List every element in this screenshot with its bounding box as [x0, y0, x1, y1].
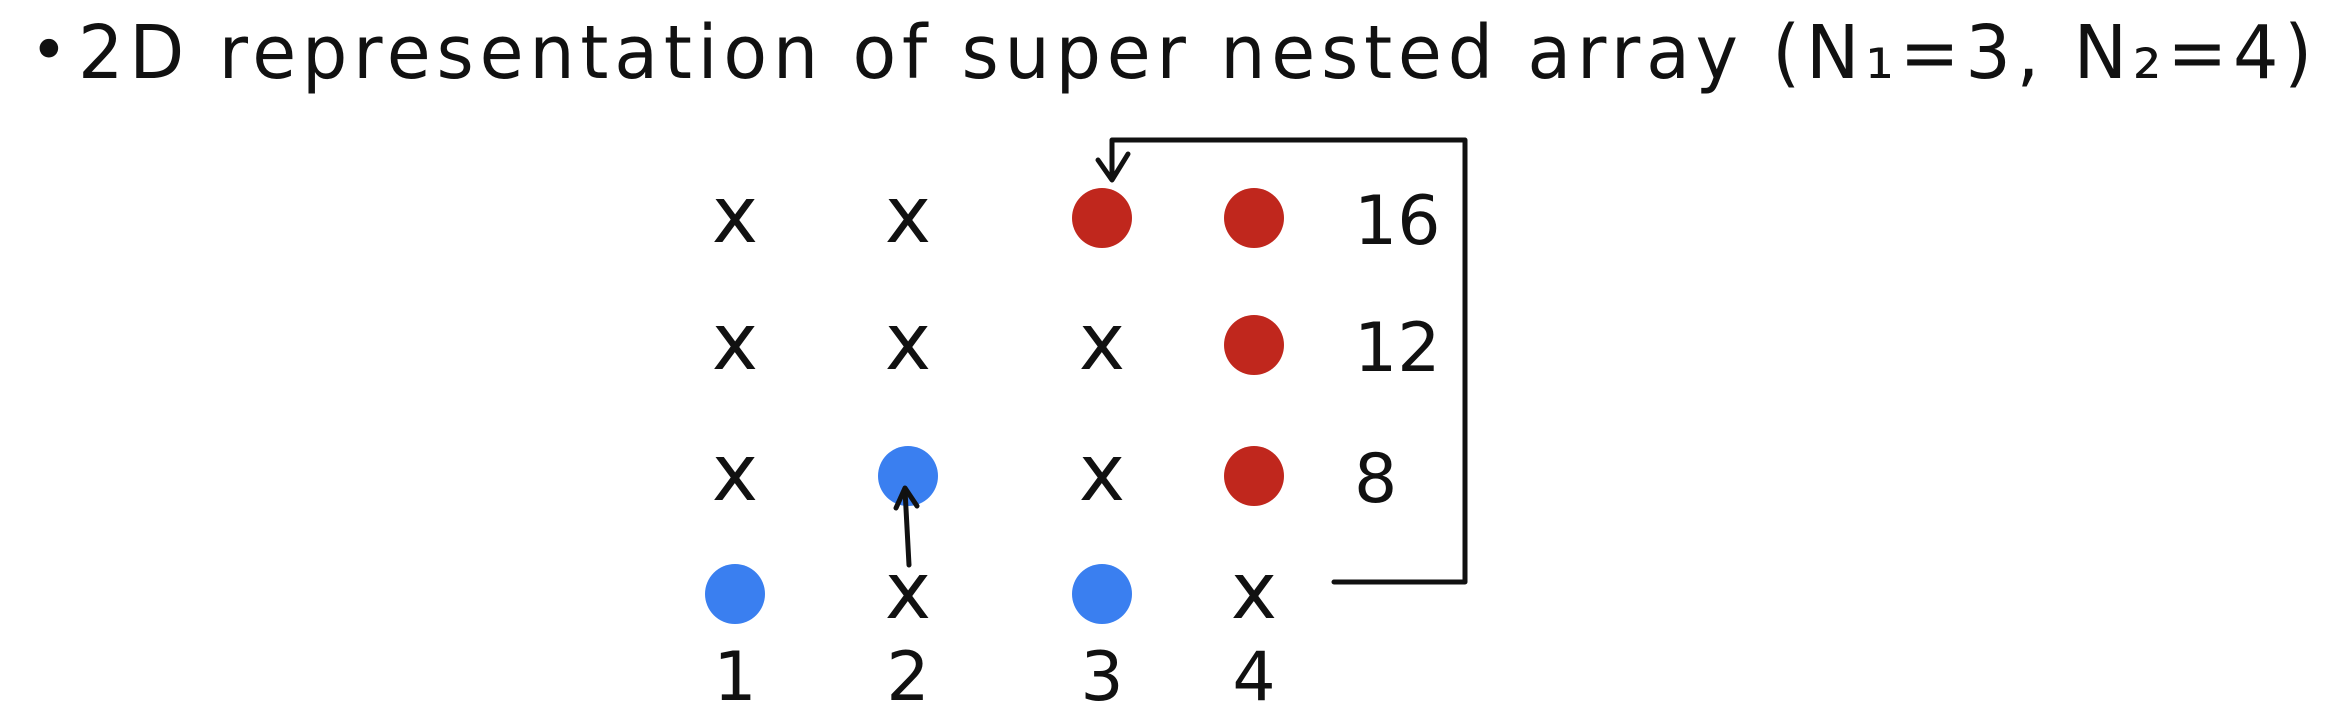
up-arrow — [902, 487, 912, 568]
red-dot-r3-c4 — [1224, 446, 1284, 506]
column-label-4: 4 — [1232, 638, 1275, 711]
red-dot-r1-c4 — [1224, 188, 1284, 248]
row-label-16: 16 — [1354, 182, 1441, 261]
cross-mark-r3-c1: x — [712, 429, 758, 519]
blue-dot-r4-c1 — [705, 564, 765, 624]
arrows — [893, 137, 1468, 585]
title: • 2D representation of super nested arra… — [30, 10, 2318, 96]
bullet-point: • — [30, 14, 68, 88]
blue-dot-r3-c2 — [878, 446, 938, 506]
red-dot-r2-c4 — [1224, 315, 1284, 375]
column-label-3: 3 — [1080, 638, 1123, 711]
column-label-2: 2 — [886, 638, 929, 711]
column-label-1: 1 — [713, 638, 756, 711]
cross-mark-r2-c3: x — [1079, 298, 1125, 388]
bracket-arrow-head — [1095, 151, 1131, 183]
cross-mark-r1-c2: x — [885, 171, 931, 261]
red-dot-r1-c3 — [1072, 188, 1132, 248]
column-labels: 1 2 3 4 — [713, 638, 1275, 711]
row-label-8: 8 — [1354, 440, 1397, 519]
bracket-arrow — [1109, 137, 1468, 585]
cross-mark-r2-c2: x — [885, 298, 931, 388]
cross-mark-r2-c1: x — [712, 298, 758, 388]
row-labels: 16 12 8 — [1354, 182, 1441, 519]
cross-mark-r3-c3: x — [1079, 429, 1125, 519]
cross-mark-r1-c1: x — [712, 171, 758, 261]
blue-dot-r4-c3 — [1072, 564, 1132, 624]
page-title: 2D representation of super nested array … — [78, 10, 2318, 96]
up-arrow-head — [893, 485, 920, 511]
row-label-12: 12 — [1354, 309, 1441, 388]
cross-mark-r4-c4: x — [1231, 547, 1277, 637]
